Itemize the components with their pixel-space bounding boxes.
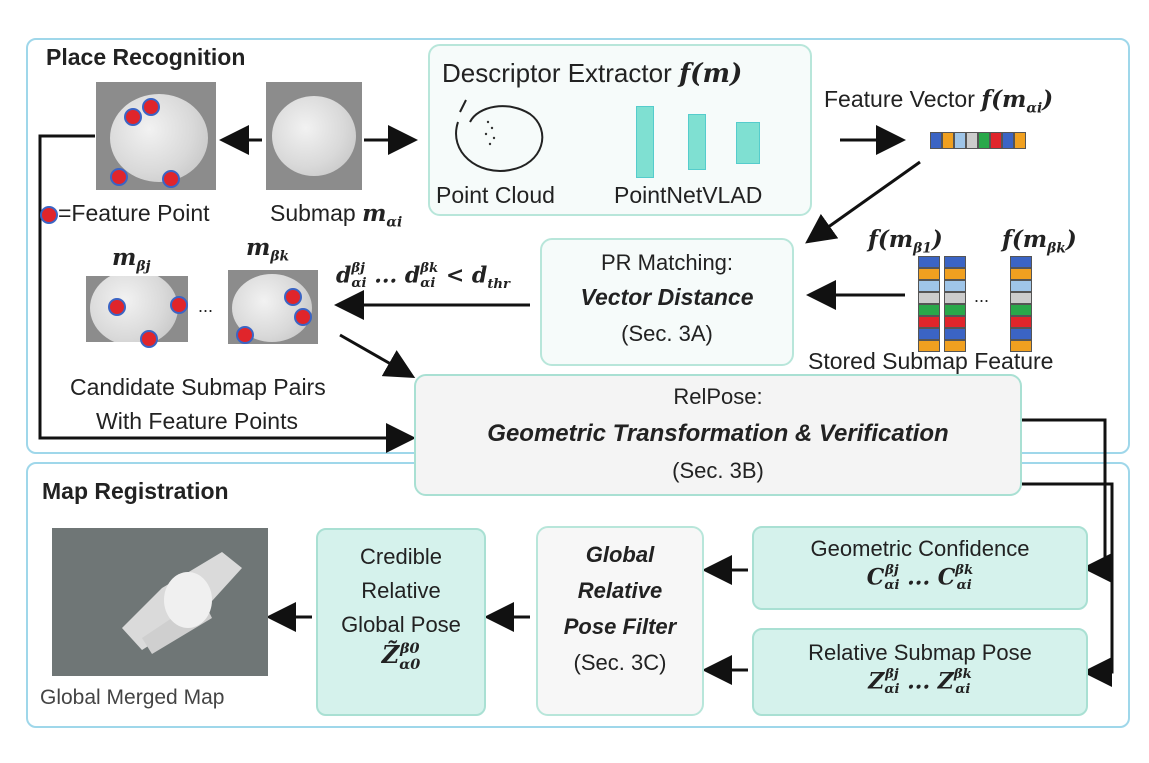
global-merged-map-image: [52, 528, 268, 676]
network-layer-2: [688, 114, 706, 170]
credible-line3: Global Pose: [341, 612, 461, 637]
legend-feature-point: =Feature Point: [58, 200, 210, 226]
relpose-title: RelPose:: [673, 384, 763, 409]
feature-point-dot: [142, 98, 160, 116]
stored-ellipsis: ...: [974, 286, 990, 306]
relpose-box: RelPose: Geometric Transformation & Veri…: [414, 374, 1022, 496]
candidate-ellipsis: ...: [198, 296, 214, 316]
feature-point-dot: [140, 330, 158, 348]
feature-point-dot: [236, 326, 254, 344]
pr-matching-subtitle: Vector Distance: [580, 284, 754, 310]
candidate-m-beta-j: mβj: [112, 244, 151, 275]
pose-filter-line2: Relative: [577, 578, 663, 603]
relative-submap-pose-title: Relative Submap Pose: [808, 640, 1032, 665]
pose-filter-line3: Pose Filter: [563, 614, 677, 639]
descriptor-title: Descriptor Extractor: [442, 58, 679, 88]
relpose-subtitle: Geometric Transformation & Verification: [487, 420, 949, 447]
pr-matching-box: PR Matching: Vector Distance (Sec. 3A): [540, 238, 794, 366]
stored-vector-1-icon: [918, 256, 940, 352]
relpose-section: (Sec. 3B): [672, 458, 764, 483]
stored-vector-2-icon: [944, 256, 966, 352]
candidate-m-beta-k: mβk: [246, 234, 290, 265]
feature-point-dot: [110, 168, 128, 186]
submap-label: Submap mαi: [270, 200, 403, 231]
stored-feature-label: Stored Submap Feature: [808, 348, 1054, 374]
submap-image: [266, 82, 362, 190]
feature-point-dot: [170, 296, 188, 314]
feature-vector-icon: [930, 132, 1026, 149]
stored-vector-k-icon: [1010, 256, 1032, 352]
feature-point-dot: [162, 170, 180, 188]
pointnetvlad-label: PointNetVLAD: [614, 182, 763, 208]
feature-vector-label: Feature Vector f(mαi): [824, 86, 1054, 117]
geometric-confidence-title: Geometric Confidence: [810, 536, 1030, 561]
point-cloud-sketch-icon: [455, 99, 544, 172]
merged-map-shape: [122, 552, 242, 654]
stored-f-beta-k: f(mβk): [1002, 226, 1077, 257]
credible-line1: Credible: [360, 544, 442, 569]
place-recognition-title: Place Recognition: [46, 44, 246, 70]
credible-line2: Relative: [361, 578, 441, 603]
feature-point-dot: [294, 308, 312, 326]
pr-matching-title: PR Matching:: [600, 250, 734, 275]
pose-filter-box: Global Relative Pose Filter (Sec. 3C): [536, 526, 704, 716]
network-layer-1: [636, 106, 654, 178]
candidate-label-line1: Candidate Submap Pairs: [70, 374, 326, 400]
feature-point-dot: [124, 108, 142, 126]
pose-filter-line1: Global: [585, 542, 655, 567]
network-layer-3: [736, 122, 760, 164]
map-registration-title: Map Registration: [42, 478, 229, 504]
feature-point-dot: [108, 298, 126, 316]
global-merged-map-label: Global Merged Map: [40, 686, 225, 709]
pose-filter-section: (Sec. 3C): [573, 650, 667, 675]
point-cloud-label: Point Cloud: [436, 182, 555, 208]
pr-matching-section: (Sec. 3A): [621, 321, 713, 346]
stored-f-beta-1: f(mβ1): [868, 226, 943, 257]
feature-point-dot: [284, 288, 302, 306]
legend-dot-icon: [40, 206, 58, 224]
candidate-label-line2: With Feature Points: [96, 408, 298, 434]
